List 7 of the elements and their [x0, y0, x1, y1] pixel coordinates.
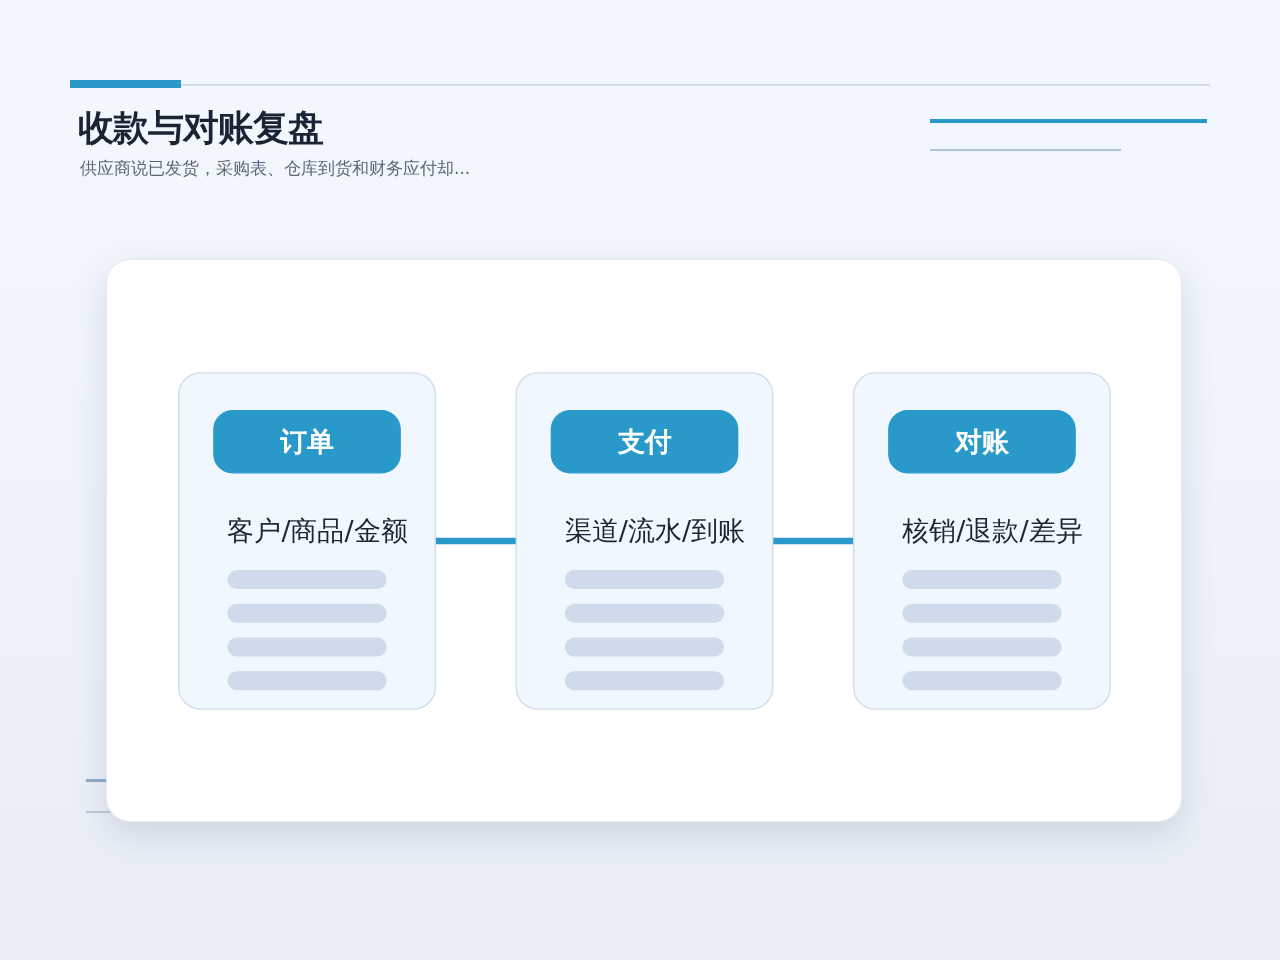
subtitle-text: 供应商说已发货，采购表、仓库到货和财务应付却... [80, 157, 471, 180]
node-box: 支付 [550, 409, 738, 473]
connector [434, 537, 516, 544]
title: 收款与对账复盘 [78, 106, 323, 150]
node-box: 订单 [212, 409, 401, 473]
node-box: 对账 [887, 409, 1076, 473]
connector [772, 537, 854, 544]
